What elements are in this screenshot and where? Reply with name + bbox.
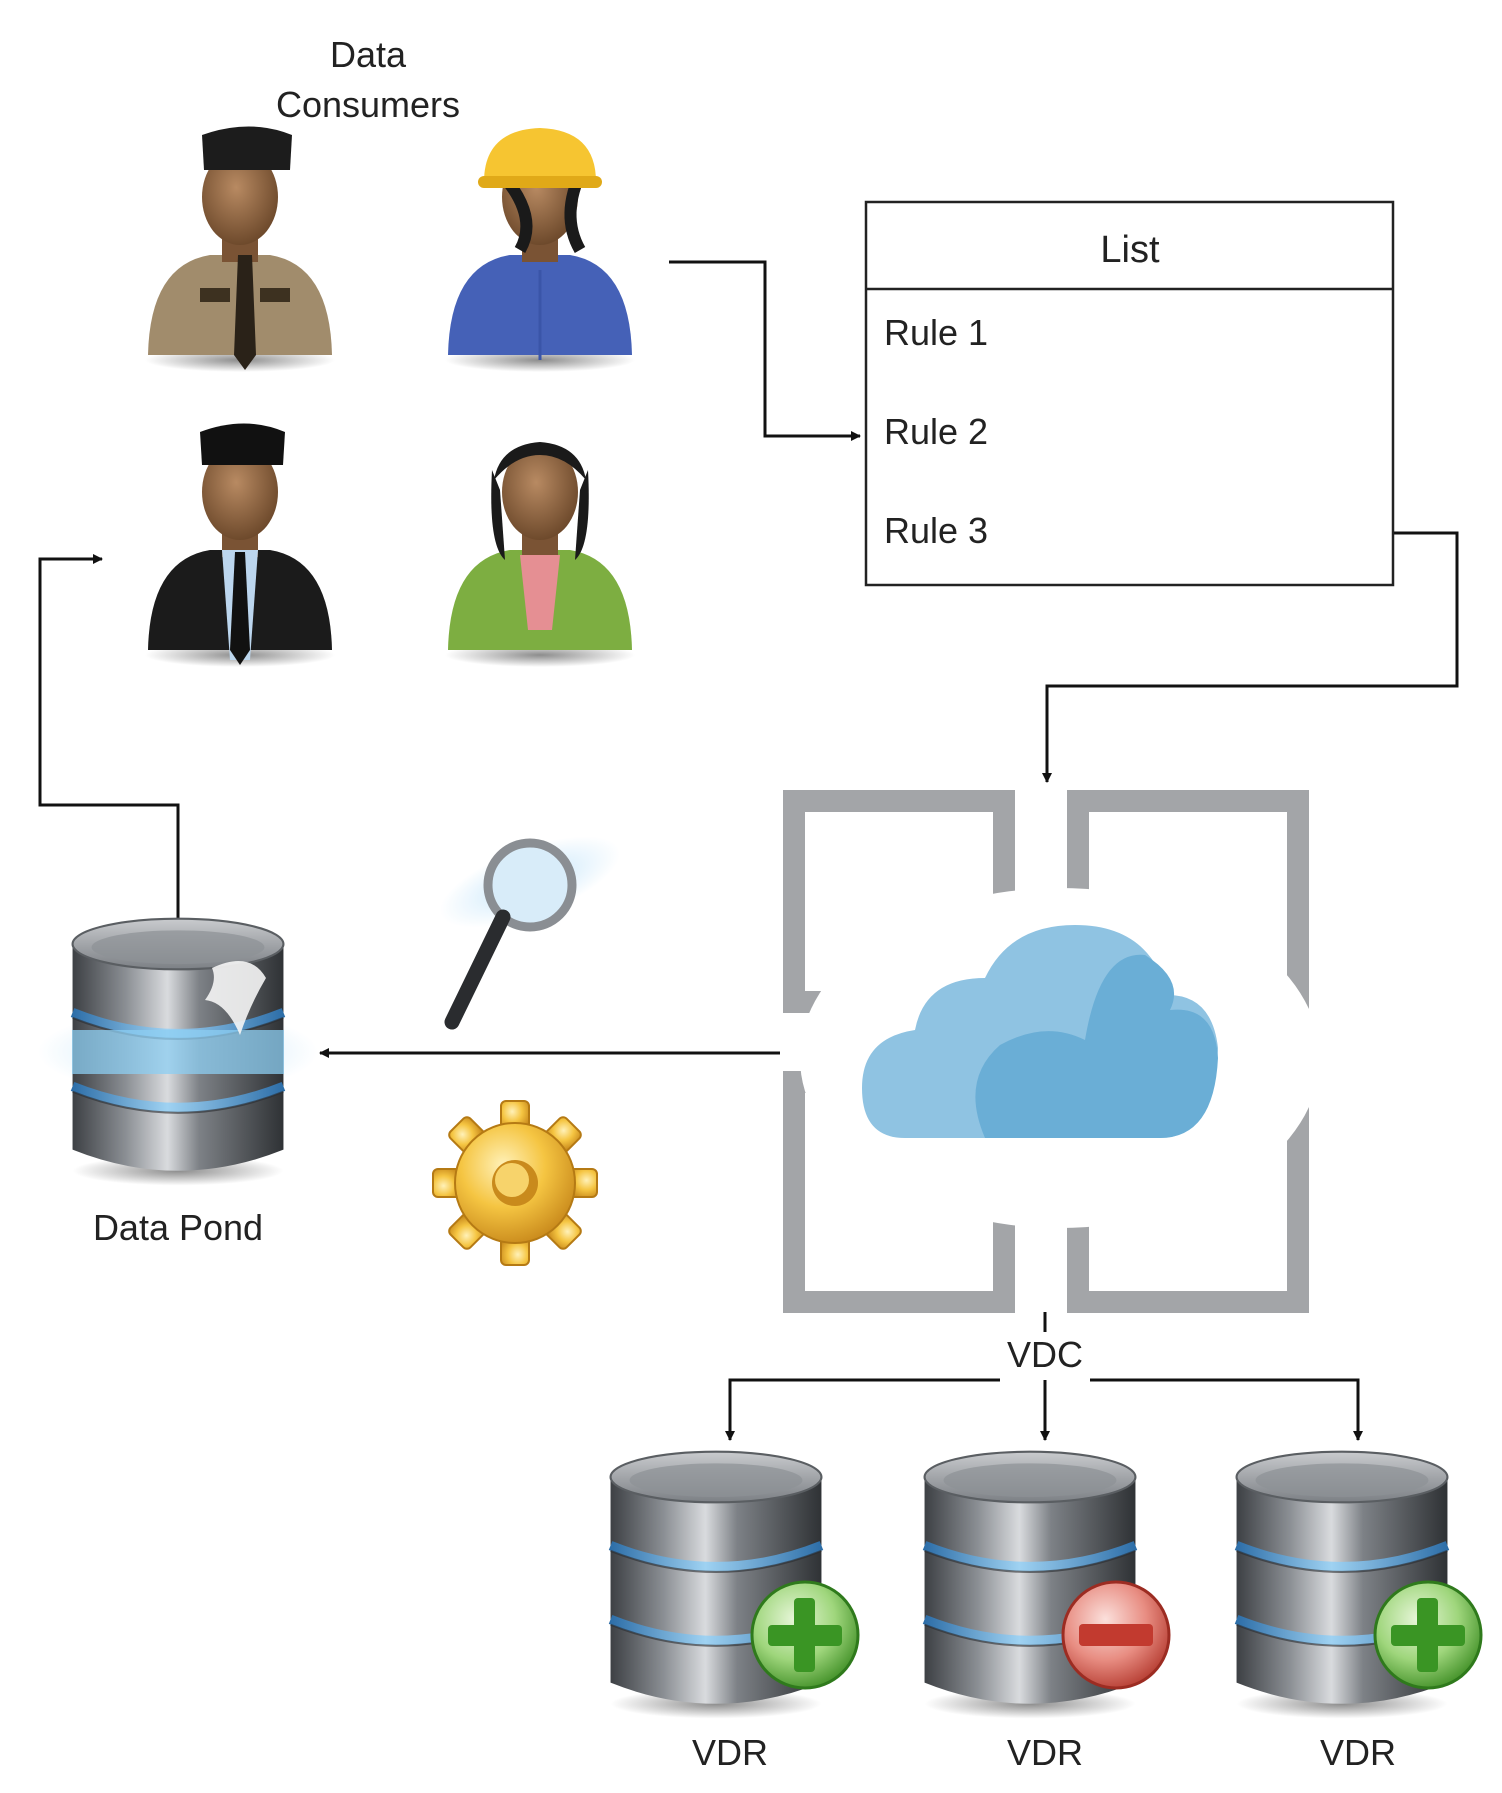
magnifier-icon	[439, 836, 621, 1030]
consumers-label-line1: Data	[330, 34, 407, 75]
list-rule-1: Rule 1	[884, 312, 988, 353]
connector-data-pond-to-consumers	[38, 554, 180, 920]
repository-2	[925, 1452, 1171, 1719]
data-pond-label: Data Pond	[93, 1207, 263, 1248]
connector-vdc-to-repositories	[725, 1312, 1363, 1441]
consumers-label-line2: Consumers	[276, 84, 460, 125]
add-badge-icon	[1373, 1580, 1483, 1690]
list-rule-3: Rule 3	[884, 510, 988, 551]
data-pond-icon	[38, 919, 318, 1186]
rule-list: List Rule 1 Rule 2 Rule 3	[864, 200, 1395, 587]
repository-1	[611, 1452, 860, 1719]
list-rule-2: Rule 2	[884, 411, 988, 452]
repository-1-label: VDR	[692, 1732, 768, 1773]
businesswoman-icon	[445, 442, 635, 667]
vdc-icon	[783, 790, 1320, 1313]
gear-icon	[432, 1100, 598, 1266]
remove-badge-icon	[1061, 1580, 1171, 1690]
connector-list-to-vdc	[1042, 531, 1459, 783]
businessman-icon	[145, 423, 335, 667]
repository-3-label: VDR	[1320, 1732, 1396, 1773]
security-guard-icon	[145, 126, 335, 372]
list-title: List	[1100, 229, 1160, 271]
connector-consumers-to-list	[669, 260, 861, 441]
construction-worker-icon	[445, 128, 635, 372]
repository-3	[1237, 1452, 1483, 1719]
cloud-icon	[800, 888, 1320, 1228]
add-badge-icon	[750, 1580, 860, 1690]
vdc-label: VDC	[1007, 1334, 1083, 1375]
repository-2-label: VDR	[1007, 1732, 1083, 1773]
